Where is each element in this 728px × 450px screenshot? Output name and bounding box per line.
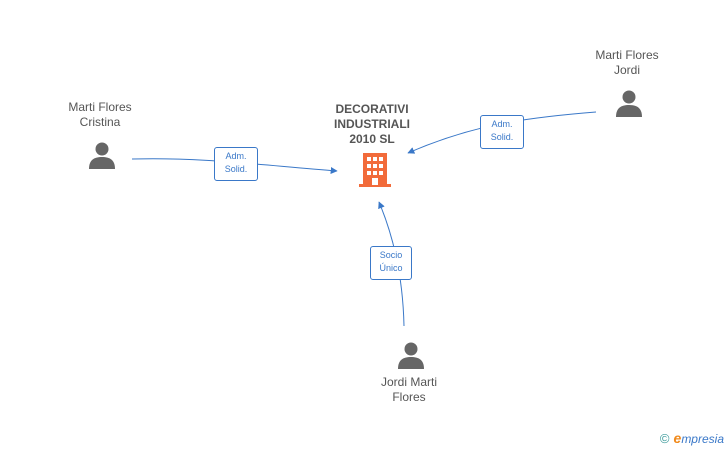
relation-line1: Adm. xyxy=(225,151,247,161)
person-name-line1: Marti Flores xyxy=(68,100,132,114)
person-name-line2: Flores xyxy=(392,390,426,404)
empresia-watermark: ©empresia xyxy=(660,430,724,446)
copyright-symbol: © xyxy=(659,431,670,446)
person-icon[interactable] xyxy=(615,89,643,117)
relation-line2: Solid. xyxy=(490,132,514,142)
person-name-line2: Jordi xyxy=(613,63,640,77)
person-icon[interactable] xyxy=(88,141,116,169)
relation-label-jordi-marti[interactable]: Socio Único xyxy=(370,246,412,280)
person-icon[interactable] xyxy=(397,341,425,369)
relation-line1: Adm. xyxy=(491,119,513,129)
relation-line2: Único xyxy=(379,263,403,273)
company-name-line3: 2010 SL xyxy=(349,132,395,146)
relation-line2: Solid. xyxy=(224,164,248,174)
company-name[interactable]: DECORATIVI INDUSTRIALI 2010 SL xyxy=(322,102,422,147)
brand-initial: e xyxy=(673,430,682,446)
relation-label-jordi[interactable]: Adm. Solid. xyxy=(480,115,524,149)
relation-line1: Socio xyxy=(379,250,403,260)
person-label-cristina[interactable]: Marti Flores Cristina xyxy=(50,100,150,130)
person-label-jordi[interactable]: Marti Flores Jordi xyxy=(577,48,677,78)
relation-label-cristina[interactable]: Adm. Solid. xyxy=(214,147,258,181)
brand-name: mpresia xyxy=(681,432,724,446)
company-name-line1: DECORATIVI xyxy=(335,102,409,116)
person-label-jordi-marti[interactable]: Jordi Marti Flores xyxy=(359,375,459,405)
person-name-line1: Marti Flores xyxy=(595,48,659,62)
person-name-line1: Jordi Marti xyxy=(380,375,437,389)
building-icon[interactable] xyxy=(359,153,391,187)
person-name-line2: Cristina xyxy=(79,115,121,129)
company-name-line2: INDUSTRIALI xyxy=(334,117,410,131)
